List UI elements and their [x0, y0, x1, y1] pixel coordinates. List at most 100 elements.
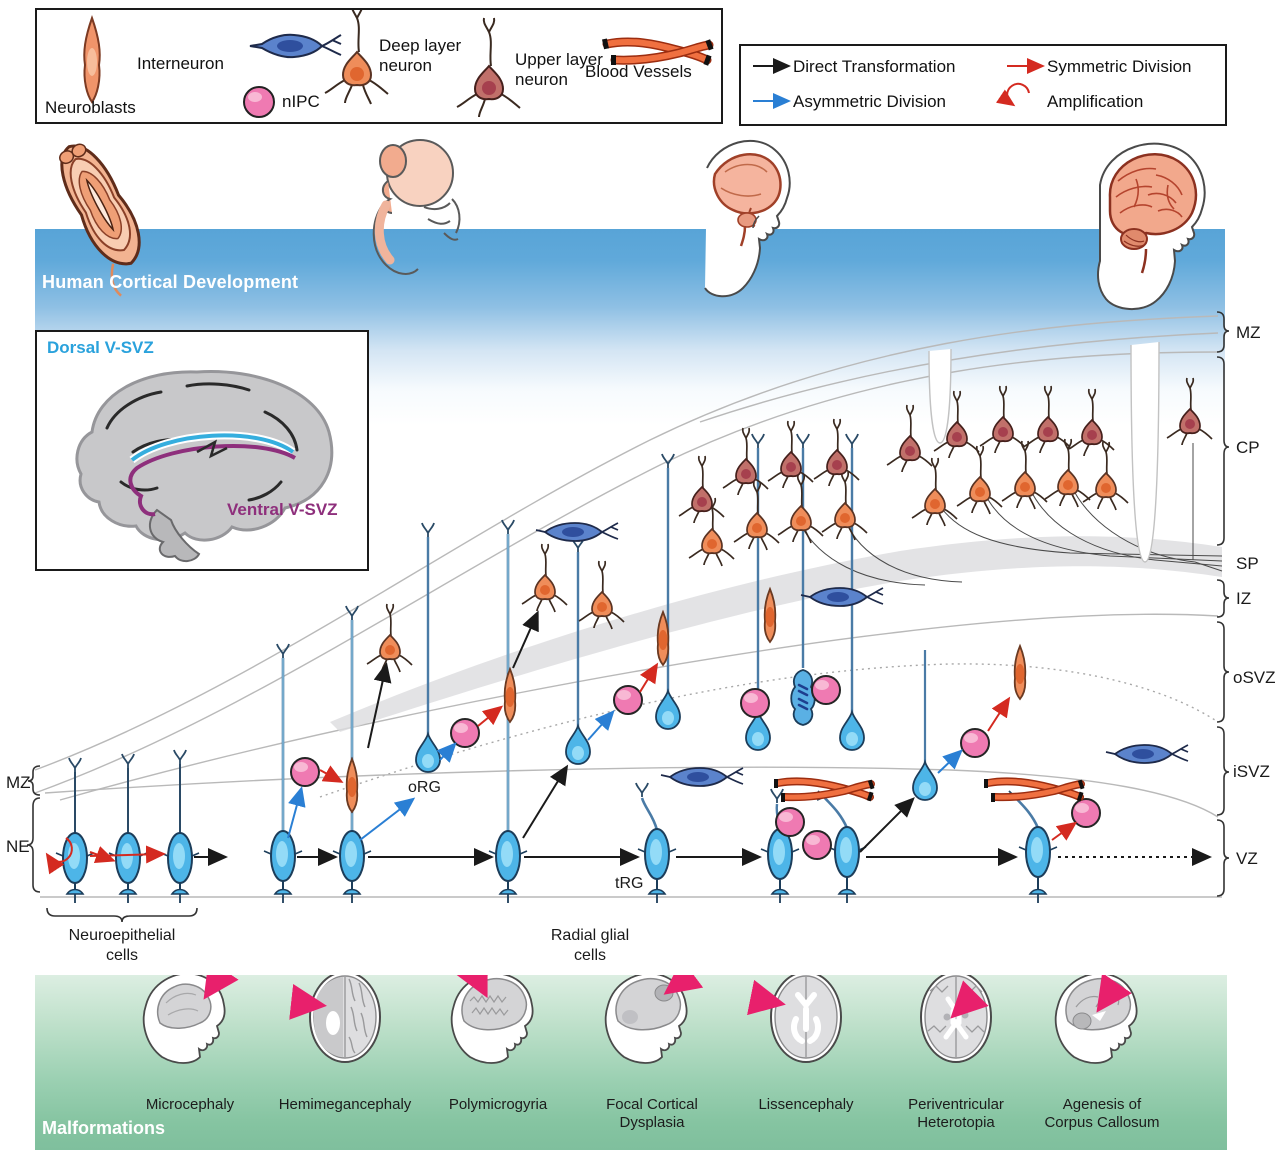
malformation-label-lissencephaly: Lissencephaly: [758, 1096, 854, 1113]
upper-layer-neuron-icon: [456, 17, 521, 118]
upper-layer-neuron: [678, 455, 725, 524]
legend-arrow-icons: [753, 58, 1045, 109]
deep-layer-neuron: [366, 603, 413, 673]
symmetric-division-arrow: [89, 845, 166, 864]
interneuron-cell: [535, 522, 619, 542]
neuroepithelial-cell: [160, 749, 200, 904]
legend-label-symmetric: Symmetric Division: [1047, 57, 1192, 76]
symmetric-division-arrow: [987, 696, 1011, 732]
dorsal-vsvz-line: [130, 433, 295, 462]
amplification-arrow-icon: [995, 82, 1030, 107]
migrating-neuron: [1013, 645, 1027, 700]
malformation-icons: [142, 975, 1138, 1064]
legend-label-interneuron: Interneuron: [137, 54, 224, 73]
neuroepithelial-cell: [108, 753, 148, 904]
deep-layer-neuron: [1044, 438, 1091, 508]
radial-glia-cell: [263, 643, 303, 904]
legend-label-nipc: nIPC: [282, 92, 320, 111]
neuroepithelial-cells: [45, 749, 228, 904]
label-radial-glial-2: cells: [574, 947, 606, 964]
org-cell: [415, 522, 441, 773]
legend-label-neuroblasts: Neuroblasts: [45, 98, 136, 117]
legend-arrow-types: Direct Transformation Symmetric Division…: [739, 44, 1227, 126]
nipc-cell: [1071, 798, 1101, 828]
dividing-org-cell: [789, 433, 817, 727]
lissencephaly-icon: [747, 975, 842, 1063]
label-ne-left: NE: [6, 837, 30, 856]
label-cp-right: CP: [1236, 438, 1260, 457]
label-mz-right: MZ: [1236, 323, 1261, 342]
development-band-title: Human Cortical Development: [42, 272, 299, 292]
label-mz-left: MZ: [6, 773, 31, 792]
symmetric-division-arrow: [639, 662, 659, 693]
nipc-cell: [613, 685, 643, 715]
radial-glial-cells: [263, 519, 1212, 904]
neuroepithelial-cell: [55, 757, 95, 904]
legend-label-asymmetric: Asymmetric Division: [793, 92, 947, 111]
microcephaly-icon: [142, 975, 239, 1064]
nipc-cell: [960, 728, 990, 758]
nipc-cell: [450, 718, 480, 748]
interneuron-icon: [249, 33, 342, 59]
vsvz-inset: Dorsal V-SVZ Ventral V-SVZ: [35, 330, 369, 571]
truncated-radial-glia-vessel: [1007, 790, 1058, 904]
ventricle-detail: [196, 439, 228, 459]
migrating-neuron: [345, 758, 359, 813]
label-radial-glial-1: Radial glial: [551, 927, 629, 944]
deep-layer-neuron: [821, 471, 868, 541]
asymmetric-division-arrow: [436, 742, 457, 763]
malformation-label-focal-cortical-dysplasia: Focal Cortical Dysplasia: [606, 1096, 698, 1131]
legend-label-amplification: Amplification: [1047, 92, 1144, 111]
blood-vessel: [984, 779, 1084, 802]
sulci: [928, 341, 1160, 563]
ventral-vsvz-line: [128, 443, 297, 517]
legend-label-upper-2: neuron: [515, 70, 568, 89]
fetal-head-illustration: [704, 140, 791, 298]
legend-label-direct: Direct Transformation: [793, 57, 956, 76]
sulci-lines: [105, 382, 299, 502]
division-arrows: [287, 610, 1078, 853]
malformation-label-microcephaly: Microcephaly: [145, 1096, 235, 1113]
main-diagram: MZ NE MZ CP SP IZ oSVZ iSVZ VZ: [6, 311, 1276, 964]
periventricular-heterotopia-icon: [920, 975, 992, 1063]
upper-layer-neuron: [1166, 377, 1213, 446]
asymmetric-division-arrow: [359, 797, 416, 841]
deep-layer-neuron: [911, 457, 958, 527]
malformation-label-agenesis-corpus-callosum: Agenesis of Corpus Callosum: [1044, 1096, 1160, 1131]
deep-layer-neuron: [956, 445, 1003, 515]
direct-transformation-arrow: [367, 662, 392, 749]
infant-head-illustration: [1097, 142, 1206, 310]
symmetric-division-arrow: [1051, 821, 1078, 841]
asymmetric-division-arrow: [287, 786, 306, 839]
direct-transformation-arrow: [859, 797, 915, 853]
malformation-label-hemimegancephaly: Hemimegancephaly: [278, 1096, 412, 1113]
upper-layer-neuron: [1024, 385, 1071, 454]
truncated-radial-glia-trg: [760, 788, 800, 904]
asymmetric-division-arrow: [937, 749, 963, 774]
label-iz-right: IZ: [1236, 589, 1251, 608]
label-org: oRG: [408, 779, 441, 796]
malformations-title: Malformations: [42, 1118, 166, 1138]
deep-layer-neuron-icon: [324, 3, 389, 105]
neuroblast-icon: [83, 14, 101, 104]
blood-vessel: [774, 779, 874, 802]
label-vz-right: VZ: [1236, 849, 1258, 868]
nipc-cell: [802, 830, 832, 860]
legend-cell-types: Neuroblasts Interneuron nIPC Deep layer …: [35, 3, 723, 124]
zone-boundaries: [34, 315, 1222, 898]
label-osvz-right: oSVZ: [1233, 668, 1276, 687]
label-sp-right: SP: [1236, 554, 1259, 573]
legend-label-deep-2: neuron: [379, 56, 432, 75]
radial-glia-cell: [332, 605, 372, 904]
nipc-cell: [811, 675, 841, 705]
interneuron-cell: [660, 767, 744, 787]
nipc-icon: [243, 86, 275, 118]
upper-layer-neuron: [886, 404, 933, 473]
malformation-label-periventricular-heterotopia: Periventricular Heterotopia: [908, 1096, 1004, 1131]
embryo-illustration: [372, 139, 461, 275]
mz-cp-boundary: [34, 351, 1219, 794]
label-trg: tRG: [615, 875, 643, 892]
dorsal-vsvz-label: Dorsal V-SVZ: [47, 338, 154, 357]
org-cell: [839, 433, 865, 751]
